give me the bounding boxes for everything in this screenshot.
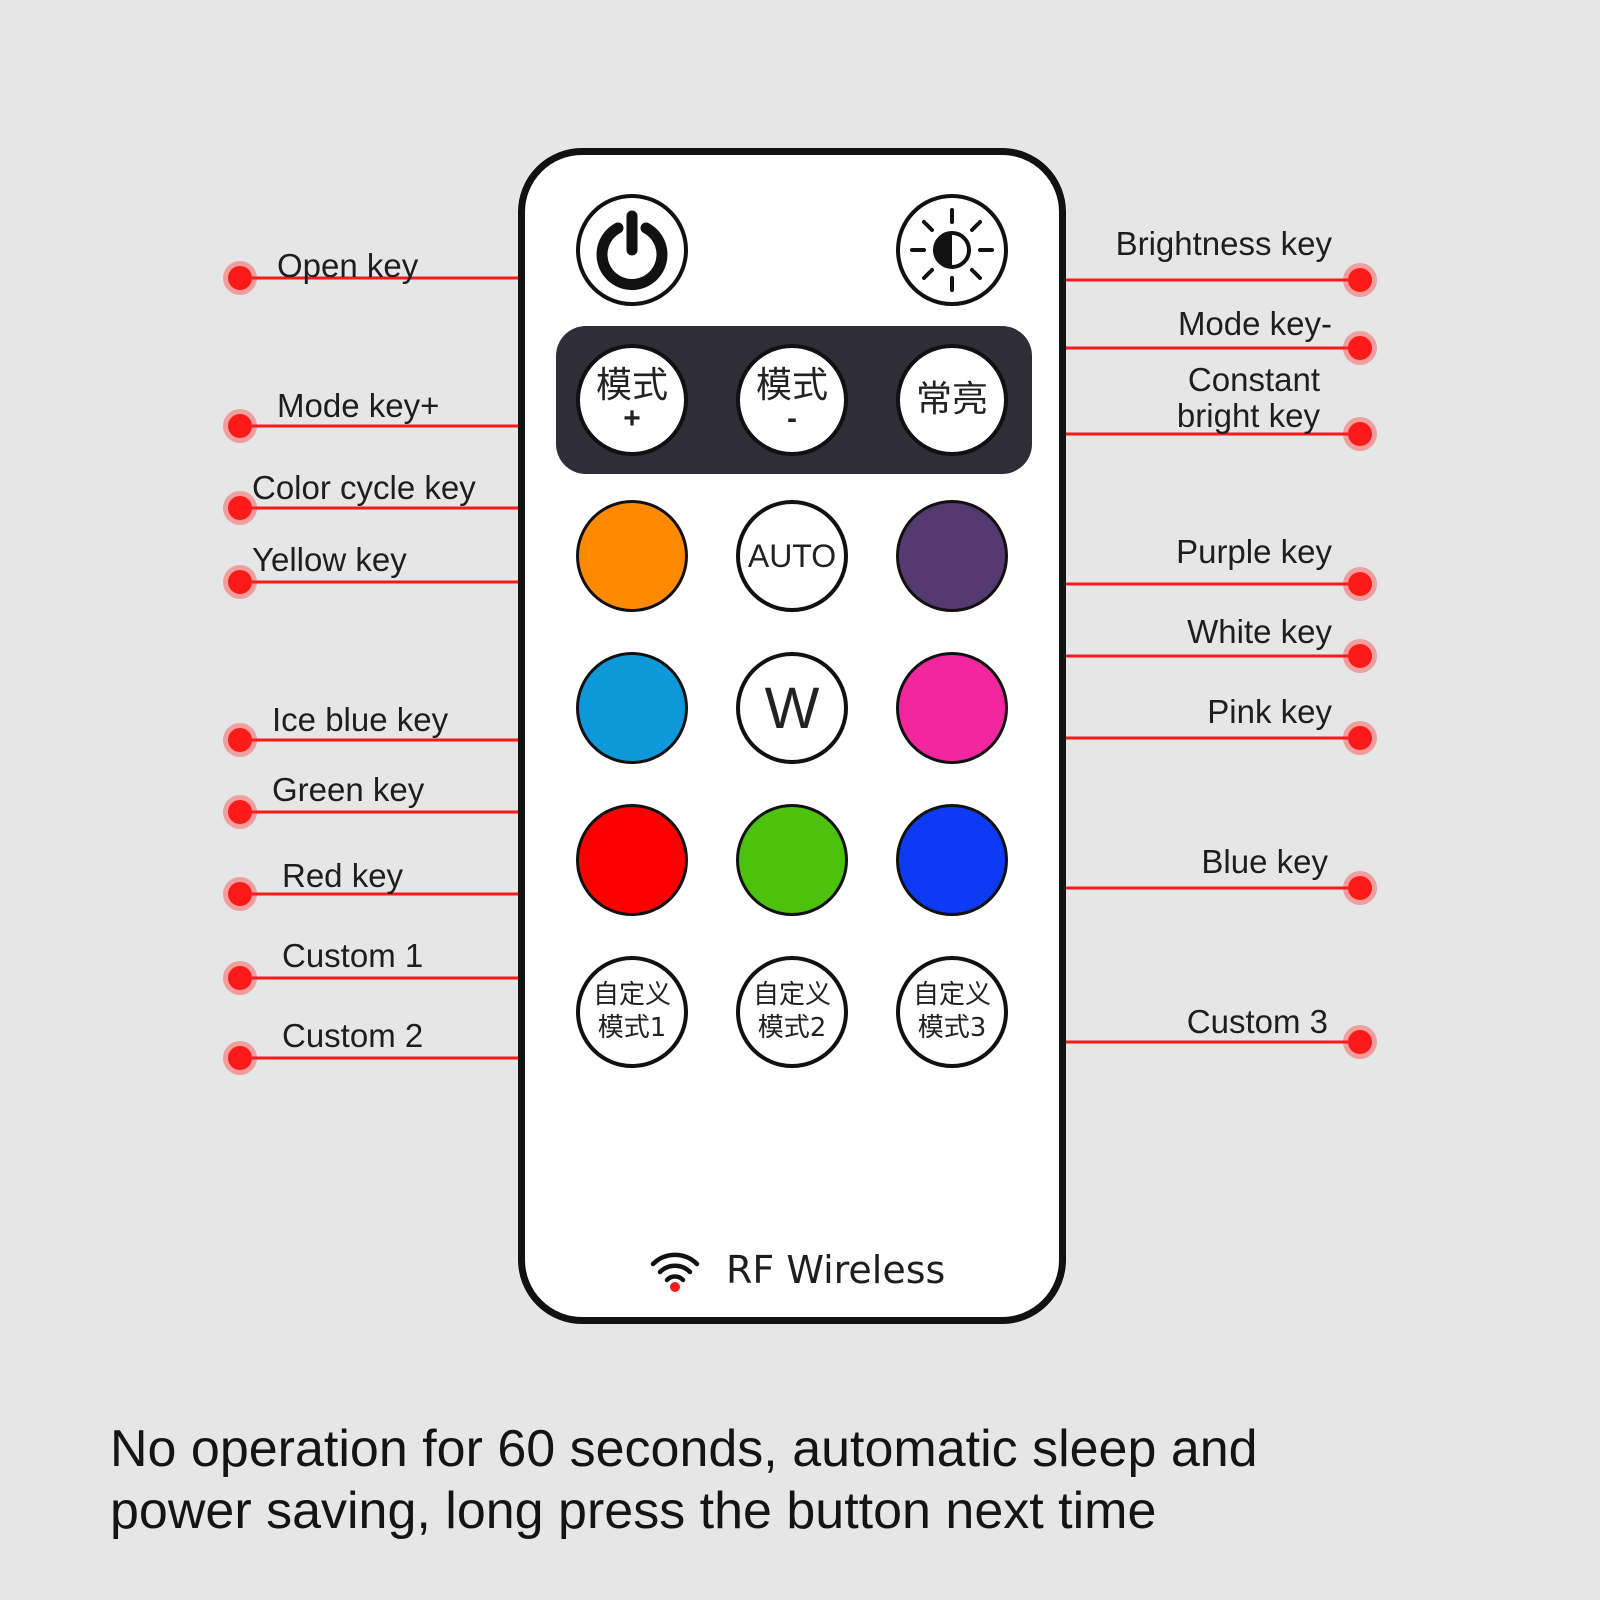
leader-dot-pink	[1348, 726, 1372, 750]
auto-text: AUTO	[747, 537, 837, 574]
custom1-line1: 自定义	[592, 980, 671, 1010]
mode-minus-line1: 模式	[755, 365, 828, 406]
label-custom3: Custom 3	[1186, 1003, 1328, 1040]
leader-dot-purple	[1348, 572, 1372, 596]
auto-button[interactable]: AUTO	[736, 500, 848, 612]
power-button[interactable]	[576, 194, 688, 306]
sleep-note-line2: power saving, long press the button next…	[110, 1482, 1157, 1540]
rf-footer: RF Wireless	[650, 1240, 945, 1300]
custom2-line2: 模式2	[757, 1013, 827, 1043]
white-text: W	[764, 675, 820, 741]
custom3-line2: 模式3	[917, 1013, 987, 1043]
leader-dot-white	[1348, 644, 1372, 668]
leader-dot-custom2	[228, 1046, 252, 1070]
constant-bright-button[interactable]: 常亮	[896, 344, 1008, 456]
mode-plus-line2: +	[623, 402, 641, 435]
leader-dot-green	[228, 800, 252, 824]
label-mode-minus: Mode key-	[1177, 305, 1332, 342]
label-custom2: Custom 2	[282, 1017, 424, 1054]
label-red: Red key	[282, 857, 404, 894]
leader-dot-brightness	[1348, 268, 1372, 292]
leader-dot-mode-plus	[228, 414, 252, 438]
blue-button[interactable]	[896, 804, 1008, 916]
leader-dot-mode-minus	[1348, 336, 1372, 360]
label-color-cycle: Color cycle key	[252, 469, 476, 506]
sleep-note: No operation for 60 seconds, automatic s…	[110, 1418, 1510, 1542]
label-white: White key	[1187, 613, 1332, 650]
leader-dot-custom3	[1348, 1030, 1372, 1054]
label-yellow: Yellow key	[252, 541, 407, 578]
custom2-button[interactable]: 自定义 模式2	[736, 956, 848, 1068]
mode-plus-button[interactable]: 模式 +	[576, 344, 688, 456]
mode-minus-line2: -	[787, 402, 797, 435]
white-button[interactable]: W	[736, 652, 848, 764]
brightness-button[interactable]	[896, 194, 1008, 306]
leader-dot-open	[228, 266, 252, 290]
leader-dot-red	[228, 882, 252, 906]
power-icon	[596, 210, 668, 290]
custom3-button[interactable]: 自定义 模式3	[896, 956, 1008, 1068]
custom1-button[interactable]: 自定义 模式1	[576, 956, 688, 1068]
red-button[interactable]	[576, 804, 688, 916]
green-button[interactable]	[736, 804, 848, 916]
orange-button[interactable]	[576, 500, 688, 612]
custom1-line2: 模式1	[597, 1013, 667, 1043]
rf-wireless-label: RF Wireless	[726, 1248, 946, 1292]
custom2-line1: 自定义	[752, 980, 831, 1010]
wifi-icon	[650, 1252, 700, 1292]
label-blue: Blue key	[1201, 843, 1328, 880]
label-pink: Pink key	[1207, 693, 1332, 730]
label-ice-blue: Ice blue key	[272, 701, 449, 738]
leader-dot-custom1	[228, 966, 252, 990]
purple-button[interactable]	[896, 500, 1008, 612]
label-brightness: Brightness key	[1115, 225, 1332, 262]
leader-dot-ice-blue	[228, 728, 252, 752]
leader-dot-constant	[1348, 422, 1372, 446]
label-custom1: Custom 1	[282, 937, 424, 974]
label-purple: Purple key	[1176, 533, 1332, 570]
brightness-icon	[910, 208, 994, 292]
label-constant-line2: bright key	[1176, 397, 1320, 434]
sleep-note-line1: No operation for 60 seconds, automatic s…	[110, 1420, 1258, 1478]
label-mode-plus: Mode key+	[277, 387, 440, 424]
constant-bright-text: 常亮	[915, 379, 988, 420]
mode-minus-button[interactable]: 模式 -	[736, 344, 848, 456]
mode-plus-line1: 模式	[595, 365, 668, 406]
label-open-key: Open key	[277, 247, 419, 284]
leader-dot-yellow	[228, 570, 252, 594]
ice-blue-button[interactable]	[576, 652, 688, 764]
pink-button[interactable]	[896, 652, 1008, 764]
leader-dot-color-cycle	[228, 496, 252, 520]
label-green: Green key	[272, 771, 425, 808]
label-constant-line1: Constant	[1187, 361, 1320, 398]
custom3-line1: 自定义	[912, 980, 991, 1010]
leader-dot-blue	[1348, 876, 1372, 900]
